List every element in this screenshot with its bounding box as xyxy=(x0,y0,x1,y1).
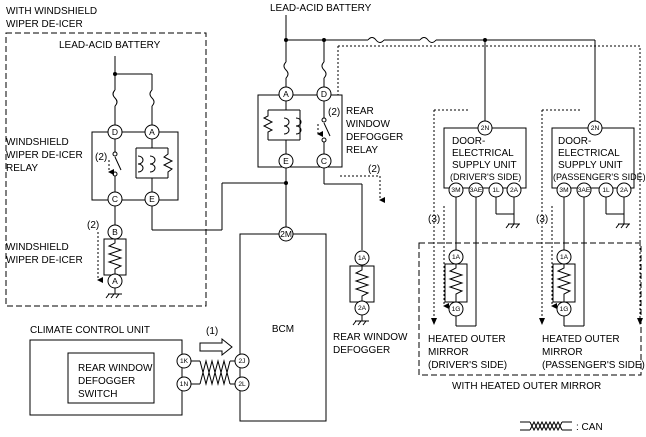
mirror-driver-label-3: (DRIVER'S SIDE) xyxy=(428,360,507,371)
svg-text:SUPPLY UNIT: SUPPLY UNIT xyxy=(558,160,623,171)
mirror-driver-label-2: MIRROR xyxy=(428,347,469,358)
svg-text:1G: 1G xyxy=(560,306,569,313)
step-2-wsd-relay: (2) xyxy=(95,152,107,163)
with-windshield-deicer-outline xyxy=(5,32,207,307)
svg-text:SWITCH: SWITCH xyxy=(78,389,117,400)
step-1-arrow xyxy=(199,337,233,357)
windshield-relay-label-3: RELAY xyxy=(6,163,38,174)
svg-text:E: E xyxy=(149,194,155,204)
step-1-label: (1) xyxy=(206,326,218,337)
svg-text:1A: 1A xyxy=(452,254,461,261)
deu-pass-pin-2N xyxy=(587,120,603,136)
svg-text:A: A xyxy=(283,89,289,99)
svg-text:D: D xyxy=(321,89,327,99)
svg-text:3M: 3M xyxy=(559,187,568,194)
windshield-deicer-label-2: WIPER DE-ICER xyxy=(6,255,83,266)
mirror-pass-label-3: (PASSENGER'S SIDE) xyxy=(542,360,645,371)
svg-text:C: C xyxy=(321,156,327,166)
svg-text:2A: 2A xyxy=(620,187,629,194)
svg-text:2L: 2L xyxy=(238,381,246,388)
svg-text:DOOR-: DOOR- xyxy=(452,136,485,147)
svg-text:(PASSENGER'S SIDE): (PASSENGER'S SIDE) xyxy=(553,172,646,182)
svg-text:2N: 2N xyxy=(481,125,490,132)
svg-text:3M: 3M xyxy=(451,187,460,194)
windshield-deicer-label-1: WINDSHIELD xyxy=(6,242,69,253)
rear-relay-label-1: REAR xyxy=(346,106,374,117)
with-heated-mirror-label: WITH HEATED OUTER MIRROR xyxy=(452,381,601,392)
svg-text:B: B xyxy=(112,227,118,237)
climate-control-label: CLIMATE CONTROL UNIT xyxy=(30,325,150,336)
rear-relay-label-2: WINDOW xyxy=(346,119,390,130)
step-2-rear-relay: (2) xyxy=(328,107,340,118)
rear-defogger-pin-1A xyxy=(354,250,370,266)
svg-text:E: E xyxy=(283,156,289,166)
svg-text:A: A xyxy=(112,276,118,286)
mirror-driver-label-1: HEATED OUTER xyxy=(428,334,506,345)
svg-text:3AE: 3AE xyxy=(470,187,483,194)
deu-passenger xyxy=(551,127,635,189)
svg-text:2A: 2A xyxy=(510,187,519,194)
with-windshield-label-2: WIPER DE-ICER xyxy=(6,19,83,30)
rear-relay-label-3: DEFOGGER xyxy=(346,132,403,143)
step-3-pass: (3) xyxy=(536,214,548,225)
bcm-label: BCM xyxy=(272,324,294,335)
with-windshield-label-1: WITH WINDSHIELD xyxy=(6,6,97,17)
mirror-pass-label-2: MIRROR xyxy=(542,347,583,358)
svg-text:ELECTRICAL: ELECTRICAL xyxy=(558,148,620,159)
lead-acid-battery-left-label: LEAD-ACID BATTERY xyxy=(59,40,161,51)
svg-text:2M: 2M xyxy=(280,229,292,239)
windshield-deicer-relay xyxy=(91,131,179,201)
rear-defogger-label-1: REAR WINDOW xyxy=(333,332,408,343)
svg-text:2A: 2A xyxy=(358,305,367,312)
svg-text:(DRIVER'S SIDE): (DRIVER'S SIDE) xyxy=(450,172,521,182)
lead-acid-battery-top-label: LEAD-ACID BATTERY xyxy=(270,3,372,14)
with-heated-mirror-outline xyxy=(418,242,642,376)
svg-text:A: A xyxy=(149,127,155,137)
svg-text:3AE: 3AE xyxy=(578,187,591,194)
rear-relay-label-4: RELAY xyxy=(346,145,378,156)
svg-text:1K: 1K xyxy=(180,358,189,365)
svg-text:D: D xyxy=(112,127,118,137)
svg-text:1N: 1N xyxy=(180,381,189,388)
svg-text:1L: 1L xyxy=(602,187,610,194)
svg-text:REAR WINDOW: REAR WINDOW xyxy=(78,363,153,374)
svg-text:1A: 1A xyxy=(358,255,367,262)
svg-text:1L: 1L xyxy=(492,187,500,194)
svg-text:2J: 2J xyxy=(239,358,246,365)
svg-text:SUPPLY UNIT: SUPPLY UNIT xyxy=(452,160,517,171)
svg-text:1A: 1A xyxy=(560,254,569,261)
step-3-driver: (3) xyxy=(428,214,440,225)
deu-driver xyxy=(443,127,527,189)
step-2-rear-output: (2) xyxy=(368,164,380,175)
svg-text:ELECTRICAL: ELECTRICAL xyxy=(452,148,514,159)
mirror-pass-label-1: HEATED OUTER xyxy=(542,334,620,345)
svg-text:2N: 2N xyxy=(591,125,600,132)
step-2-wsd-deicer: (2) xyxy=(87,220,99,231)
legend-can-label: : CAN xyxy=(576,422,603,433)
svg-text:DEFOGGER: DEFOGGER xyxy=(78,376,135,387)
windshield-relay-label-1: WINDSHIELD xyxy=(6,137,69,148)
windshield-relay-label-2: WIPER DE-ICER xyxy=(6,150,83,161)
rear-defogger-label-2: DEFOGGER xyxy=(333,345,390,356)
svg-text:DOOR-: DOOR- xyxy=(558,136,591,147)
svg-text:1G: 1G xyxy=(452,306,461,313)
bcm-pin-2M xyxy=(278,226,294,242)
svg-text:C: C xyxy=(112,194,118,204)
rear-defogger-switch xyxy=(67,352,155,404)
deu-driver-pin-2N xyxy=(477,120,493,136)
